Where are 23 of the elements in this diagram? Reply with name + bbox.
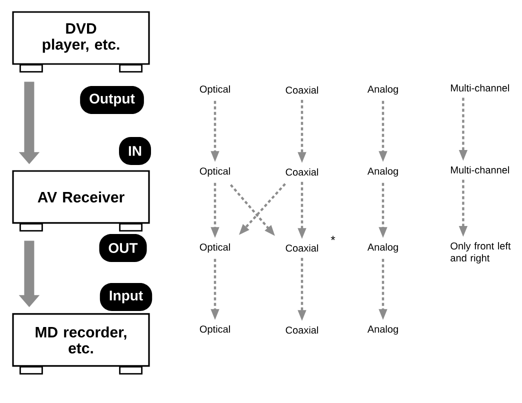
signal-label: Optical [200, 85, 230, 95]
signal-label: Multi-channel [451, 166, 509, 174]
device-box: AV Receiver [12, 170, 150, 232]
signal-label: Multi-channel [451, 84, 509, 92]
signal-label: Only front left and right [450, 242, 511, 264]
signal-label: Coaxial [286, 86, 318, 94]
signal-label: Optical [200, 243, 230, 253]
signal-label: Analog [367, 325, 398, 335]
footnote-mark: * [330, 236, 336, 240]
port-pill: IN [119, 137, 151, 165]
signal-label: Optical [200, 325, 230, 335]
signal-label: Coaxial [286, 244, 318, 252]
device-box: MD recorder, etc. [12, 313, 150, 374]
signal-label: Coaxial [286, 168, 318, 176]
signal-label: Coaxial [286, 326, 318, 334]
signal-label: Analog [367, 85, 398, 95]
signal-label: Optical [200, 167, 230, 177]
port-pill: Input [100, 282, 152, 311]
device-box: DVD player, etc. [12, 11, 150, 72]
port-pill: Output [80, 86, 144, 114]
signal-label: Analog [367, 243, 398, 253]
port-pill: OUT [99, 234, 147, 262]
signal-label: Analog [367, 167, 398, 177]
